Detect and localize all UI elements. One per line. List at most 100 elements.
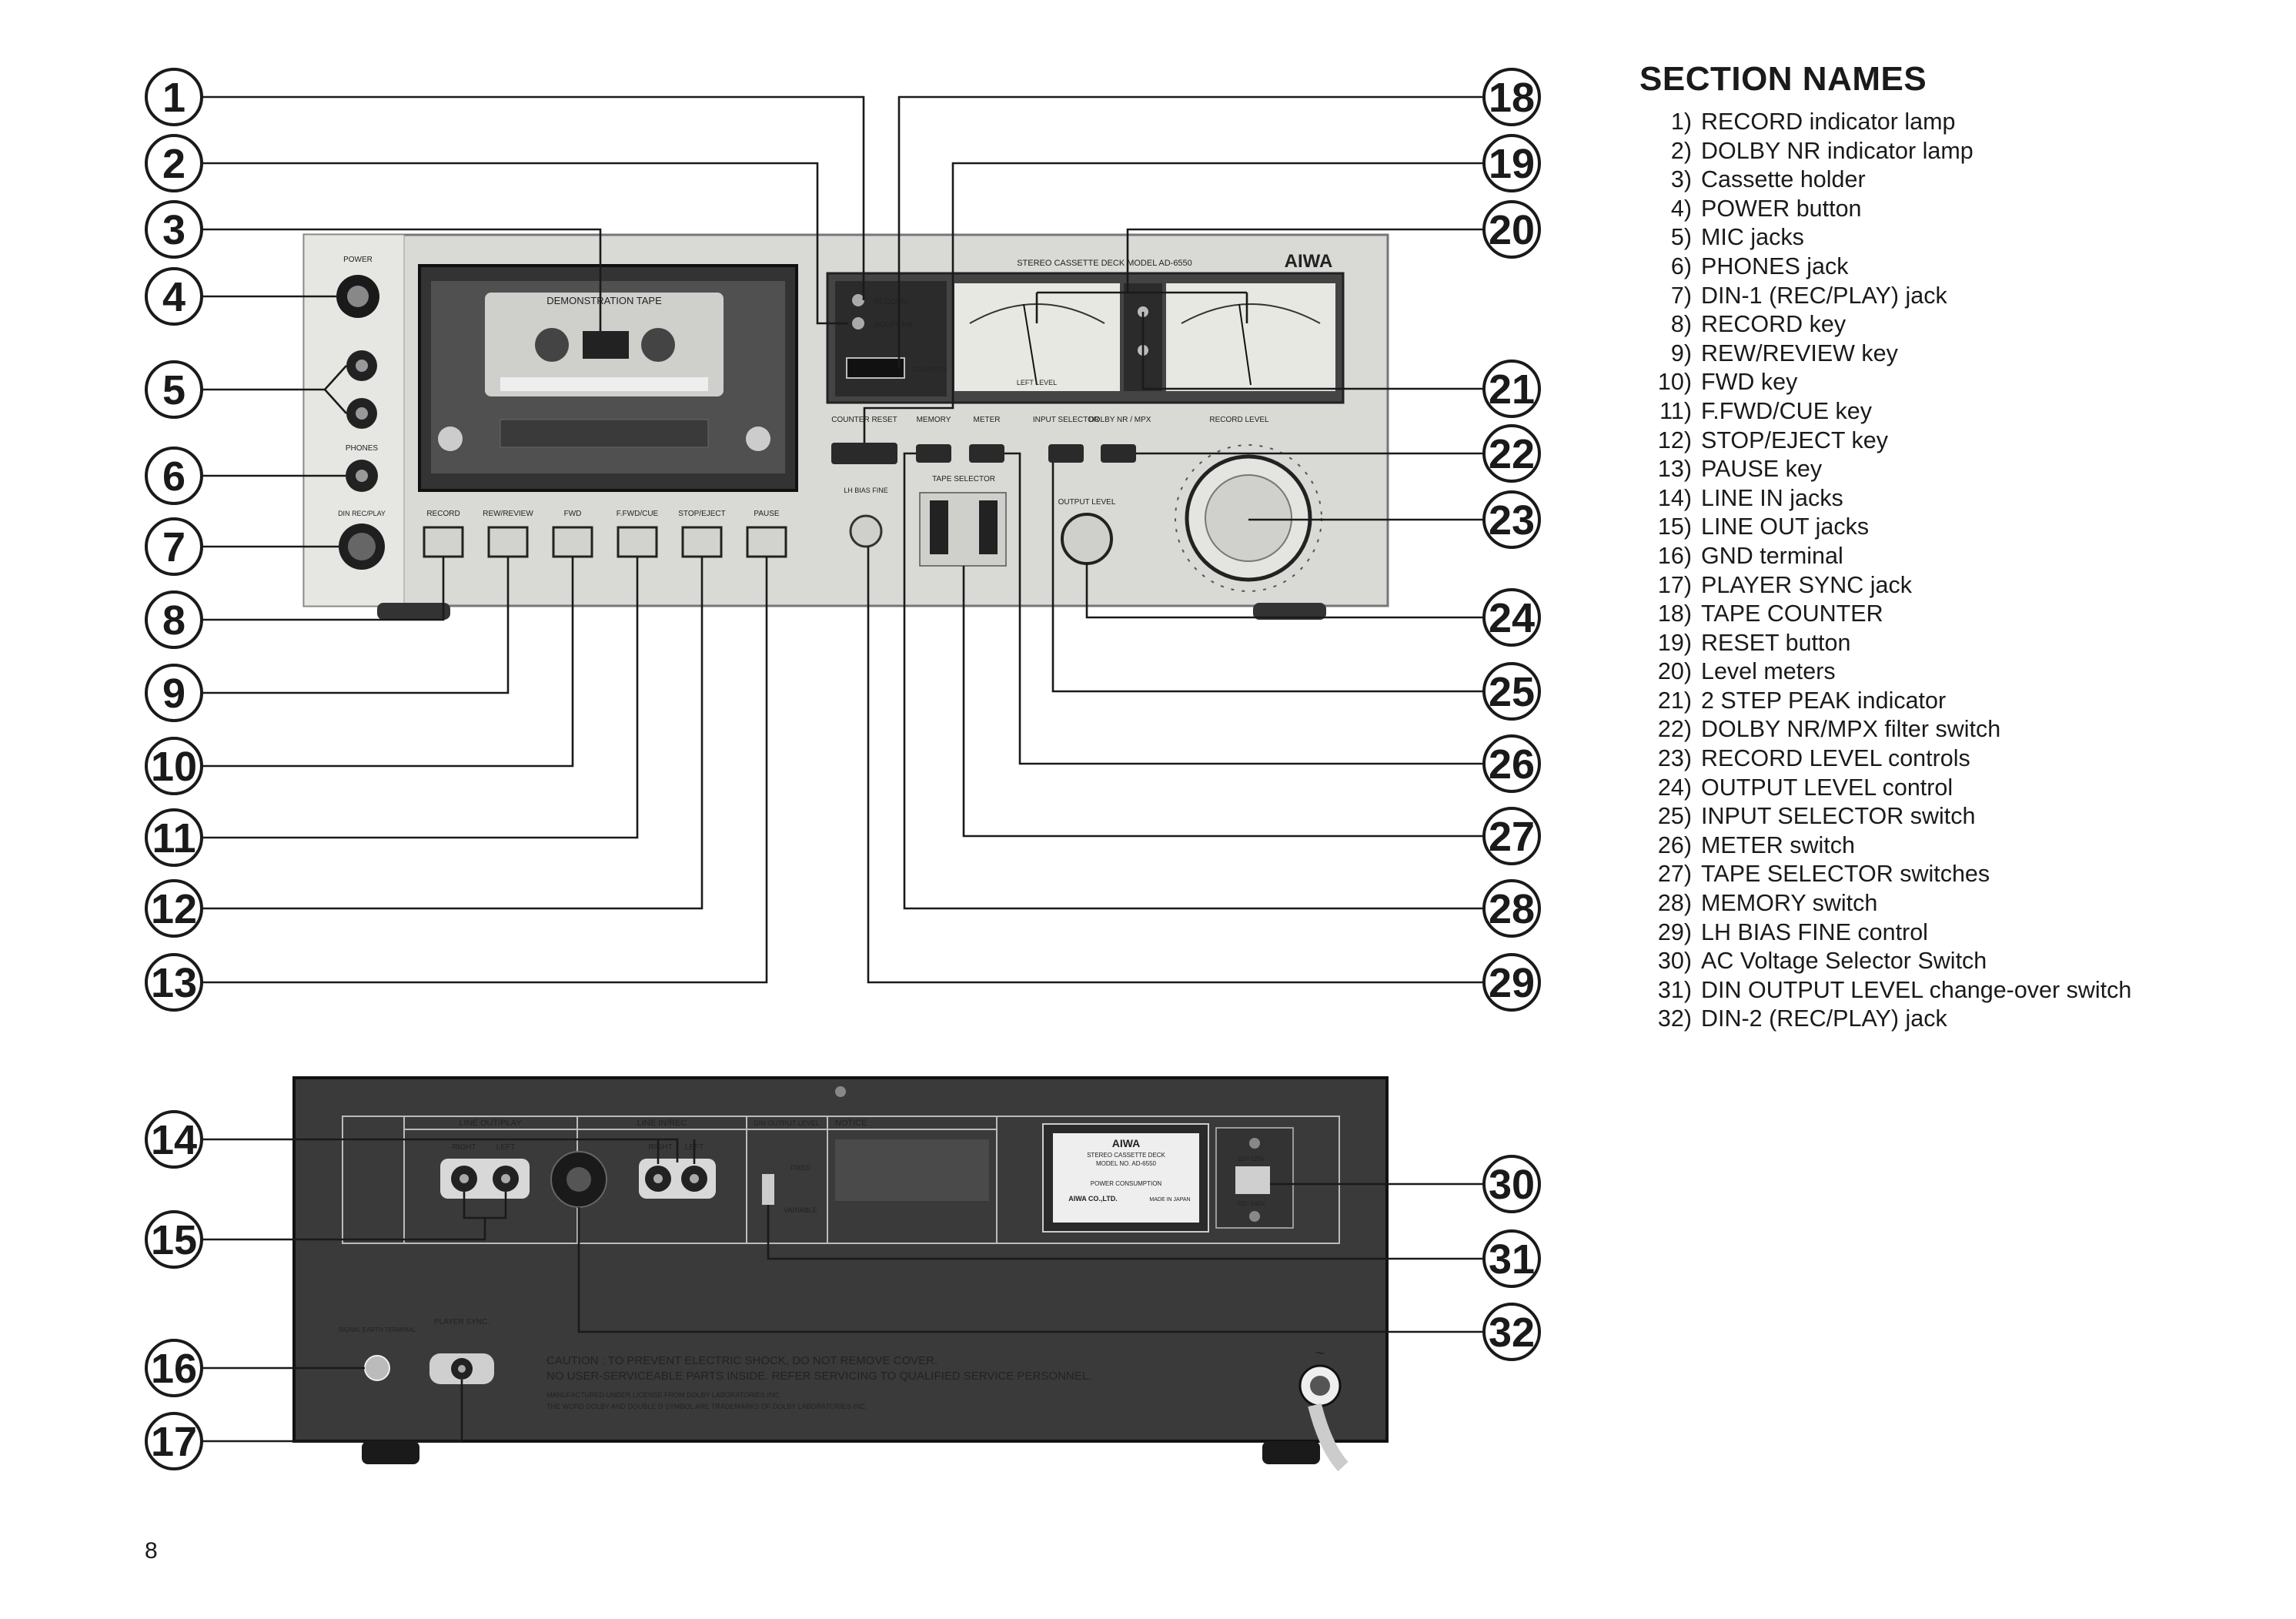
line-out-right-label: RIGHT [452,1143,476,1152]
output-level-control[interactable] [1061,513,1113,565]
phones-jack-hole [356,470,368,482]
ac-symbol: ~ [1315,1343,1325,1363]
leader-10 [202,557,574,768]
callout-27: 27 [1482,807,1541,865]
power-button-cap [347,286,369,307]
leader-12 [202,557,704,910]
list-item: 17)PLAYER SYNC jack [1639,571,2271,600]
svg-text:10: 10 [151,744,197,790]
svg-text:1: 1 [162,75,185,121]
callout-23: 23 [1482,490,1541,549]
din-output-level-switch[interactable] [762,1174,774,1205]
item-label: INPUT SELECTOR switch [1701,803,1976,830]
callout-10: 10 [145,737,203,795]
svg-text:6: 6 [162,453,185,500]
plate-power: POWER CONSUMPTION [1091,1180,1162,1187]
item-number: 30) [1657,948,1692,975]
plate-maker: AIWA CO.,LTD. [1068,1195,1118,1203]
din-rear-jack-inner [566,1167,591,1192]
memory-label: MEMORY [917,416,951,424]
svg-text:2: 2 [162,141,185,187]
svg-text:15: 15 [151,1217,197,1263]
callout-31: 31 [1482,1229,1541,1288]
model-text: STEREO CASSETTE DECK MODEL AD-6550 [1017,259,1192,268]
memory-switch[interactable] [916,444,951,463]
reset-button[interactable] [831,443,897,464]
svg-text:17: 17 [151,1419,197,1465]
counter-label: COUNTER [912,366,947,373]
item-label: PLAYER SYNC jack [1701,571,1913,598]
list-item: 18)TAPE COUNTER [1639,600,2271,629]
item-number: 18) [1657,600,1692,627]
item-label: RECORD indicator lamp [1701,109,1956,135]
pause-key[interactable] [746,526,787,558]
leader-25 [1051,463,1484,693]
line-in-label: LINE IN/REC [637,1119,687,1128]
svg-text:5: 5 [162,367,185,413]
item-number: 8) [1670,311,1692,338]
item-label: POWER button [1701,195,1862,222]
leader-15b [463,1192,507,1219]
item-label: TAPE SELECTOR switches [1701,861,1990,888]
item-label: RESET button [1701,629,1851,656]
rear-top-screw [835,1086,846,1097]
plate-brand: AIWA [1112,1137,1141,1149]
rear-foot-right [1262,1441,1320,1464]
item-label: DIN-2 (REC/PLAY) jack [1701,1005,1947,1032]
fwd-key[interactable] [552,526,593,558]
callout-18: 18 [1482,68,1541,126]
item-label: PAUSE key [1701,456,1823,483]
item-number: 5) [1670,224,1692,251]
tape-selector-switch-left[interactable] [930,500,948,554]
item-label: DOLBY NR indicator lamp [1701,137,1973,164]
item-number: 23) [1657,745,1692,772]
svg-text:9: 9 [162,671,185,717]
callout-17: 17 [145,1412,203,1470]
lh-bias-fine-control[interactable] [849,514,883,548]
dolby-mpx-switch[interactable] [1101,444,1136,463]
ac-voltage-selector-switch[interactable] [1235,1166,1270,1194]
fwd-key-label: FWD [564,510,582,518]
item-label: METER switch [1701,831,1855,858]
item-number: 19) [1657,629,1692,656]
list-item: 6)PHONES jack [1639,253,2271,282]
voltage-high-label: 220~240V [1237,1200,1265,1207]
item-number: 31) [1657,976,1692,1003]
tape-selector-switch-right[interactable] [979,500,998,554]
leader-31 [767,1205,1484,1260]
record-indicator-lamp [852,294,864,306]
item-label: 2 STEP PEAK indicator [1701,687,1947,714]
list-item: 1)RECORD indicator lamp [1639,108,2271,137]
ffwd-cue-key[interactable] [617,526,658,558]
tape-selector-label: TAPE SELECTOR [932,475,995,483]
gnd-terminal[interactable] [364,1355,390,1381]
leader-2 [202,162,848,325]
svg-text:23: 23 [1489,497,1535,544]
item-number: 32) [1657,1005,1692,1032]
list-item: 9)REW/REVIEW key [1639,340,2271,369]
input-selector-switch[interactable] [1048,444,1084,463]
leader-27 [962,566,1484,838]
callouts: 1 2 3 4 5 6 7 8 9 10 11 12 13 14 15 16 1… [145,68,1541,1470]
item-number: 20) [1657,658,1692,685]
line-in-right-label: RIGHT [648,1143,672,1152]
lh-bias-label: LH BIAS FINE [844,487,888,494]
meter-switch[interactable] [969,444,1004,463]
list-item: 3)Cassette holder [1639,166,2271,195]
record-key[interactable] [423,526,464,558]
svg-text:30: 30 [1489,1162,1535,1208]
stop-eject-key[interactable] [681,526,723,558]
svg-text:18: 18 [1489,75,1535,121]
item-number: 29) [1657,918,1692,945]
section-names-list: 1)RECORD indicator lamp 2)DOLBY NR indic… [1639,108,2271,1034]
item-number: 3) [1670,166,1692,193]
ffwd-key-label: F.FWD/CUE [617,510,659,518]
item-label: OUTPUT LEVEL control [1701,774,1953,801]
rew-review-key[interactable] [487,526,529,558]
svg-text:32: 32 [1489,1310,1535,1356]
item-label: DOLBY NR/MPX filter switch [1701,716,2001,743]
svg-text:7: 7 [162,524,185,570]
svg-text:20: 20 [1489,207,1535,253]
record-level-label: RECORD LEVEL [1209,416,1269,424]
voltage-low-label: 110~120V [1237,1156,1265,1162]
